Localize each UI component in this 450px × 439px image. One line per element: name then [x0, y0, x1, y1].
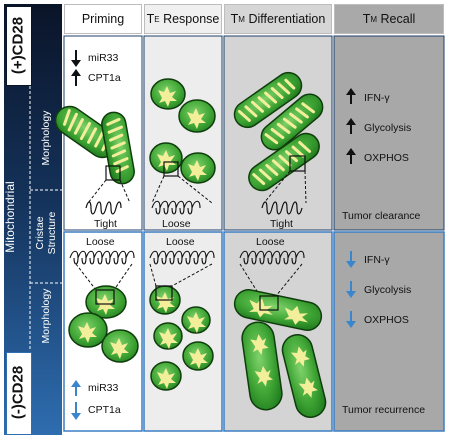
- down-arrow-icon: [71, 60, 81, 67]
- side-label-morphology-bottom: Morphology: [40, 288, 52, 344]
- mitochondrion-round: [68, 312, 108, 348]
- outcome-label-bottom: Tumor recurrence: [342, 404, 426, 416]
- mitochondrion-round: [181, 306, 211, 334]
- side-label-morphology-top: Morphology: [40, 110, 52, 166]
- loose-label-te: Loose: [162, 218, 191, 230]
- mitochondrion-round: [153, 322, 183, 350]
- tight-label-tm: Tight: [270, 218, 293, 230]
- loose-label-tm-bottom: Loose: [256, 236, 285, 248]
- side-label-mitochondrial: Mitochondrial: [3, 181, 17, 253]
- cristae-coil-loose: [69, 250, 135, 265]
- outcome-label-top: Tumor clearance: [342, 210, 421, 222]
- loose-label-te-bottom: Loose: [166, 236, 195, 248]
- mir33-label-top: miR33: [88, 52, 119, 64]
- cristae-coil-loose: [239, 250, 305, 265]
- mitochondrion-round: [101, 329, 139, 363]
- side-label-bottom-box: [6, 352, 32, 435]
- mitochondrion-round: [150, 361, 182, 391]
- side-label-cd28-positive: (+)CD28: [9, 16, 27, 75]
- glycolysis-label-bottom: Glycolysis: [364, 284, 412, 296]
- cristae-coil-loose: [151, 200, 201, 215]
- up-arrow-icon: [71, 69, 81, 76]
- cristae-coil-tight: [261, 201, 303, 215]
- mitochondrion-large: [281, 334, 327, 418]
- cpt1a-label-bottom: CPT1a: [88, 404, 121, 416]
- mitochondrion-round: [178, 99, 216, 133]
- mitochondrion-round: [149, 142, 183, 174]
- tight-label-priming: Tight: [94, 218, 117, 230]
- mitochondrion-round: [180, 152, 216, 184]
- mitochondrion-elongated: [260, 93, 324, 151]
- mitochondrion-large: [241, 321, 283, 411]
- header-priming: Priming: [64, 4, 142, 34]
- panel-te-bottom: [143, 231, 223, 432]
- mitochondrion-round: [150, 78, 186, 110]
- side-label-top-box: [6, 6, 32, 86]
- down-arrow-blue-icon-group: [346, 251, 356, 328]
- oxphos-label-bottom: OXPHOS: [364, 314, 409, 326]
- ifn-label-top: IFN-γ: [364, 92, 390, 104]
- mitochondrion-round: [182, 341, 214, 371]
- glycolysis-label-top: Glycolysis: [364, 122, 412, 134]
- oxphos-label-top: OXPHOS: [364, 152, 409, 164]
- mitochondrion-elongated: [233, 71, 303, 129]
- cristae-coil-loose: [149, 250, 215, 265]
- up-arrow-icon-group: [346, 88, 356, 164]
- mir33-label-bottom: miR33: [88, 382, 119, 394]
- up-arrow-blue-icon: [71, 380, 81, 387]
- cristae-coil-tight: [85, 201, 122, 215]
- loose-label-priming-bottom: Loose: [86, 236, 115, 248]
- ifn-label-bottom: IFN-γ: [364, 254, 390, 266]
- side-label-cd28-negative: (-)CD28: [9, 365, 27, 420]
- panel-recall-top: [333, 35, 445, 231]
- panel-te-top: [143, 35, 223, 231]
- down-arrow-blue-icon: [71, 413, 81, 420]
- cpt1a-label-top: CPT1a: [88, 72, 121, 84]
